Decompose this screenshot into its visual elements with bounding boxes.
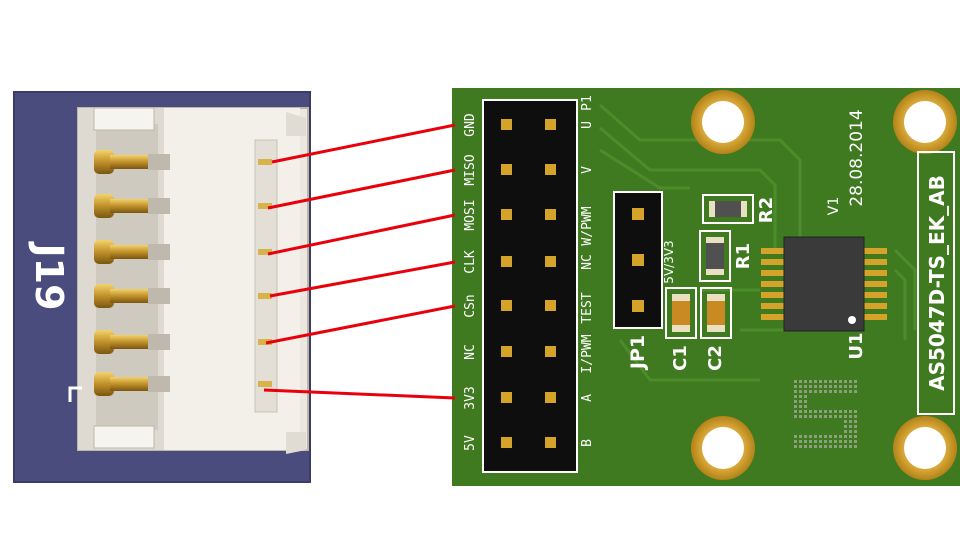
capacitor-c2: C2 (700, 287, 732, 371)
mounting-hole-top-right (893, 90, 957, 154)
header-pad (545, 346, 556, 357)
header-left-label: 3V3 (463, 386, 478, 409)
header-pad (545, 300, 556, 311)
mounting-hole-bottom-left (691, 416, 755, 480)
header-left-label: CLK (463, 250, 478, 274)
chip-date: 28.08.2014 (847, 109, 867, 206)
header-right-label: TEST (580, 292, 595, 323)
r1-label: R1 (733, 243, 754, 269)
header-left-label: NC (463, 344, 478, 360)
header-right-label: I/PWM (580, 334, 595, 373)
header-right-label: U (580, 121, 595, 129)
header-pad (501, 437, 512, 448)
board-name-text: AS5047D-TS_EK_AB (925, 175, 949, 391)
wire-miso (267, 168, 456, 210)
connector-pin (94, 330, 272, 354)
header-pad (545, 437, 556, 448)
header-left-label: 5V (463, 435, 478, 451)
capacitor-c1: C1 (665, 287, 697, 371)
header-right-label: A (580, 394, 595, 402)
header-right-labels: P1U V W/PWM NC TEST I/PWM A B (580, 95, 595, 447)
header-pad (545, 164, 556, 175)
header-pads (501, 119, 556, 448)
chip-name: V1 (826, 197, 842, 215)
wire-mosi (267, 213, 456, 256)
header-left-label: CSn (463, 294, 478, 317)
header-right-label: V (580, 166, 595, 174)
header-left-label: MOSI (463, 199, 478, 230)
chip-body (783, 236, 865, 332)
mounting-hole-bottom-right (893, 416, 957, 480)
header-right-label: NC (580, 254, 595, 270)
pin-header (482, 99, 578, 473)
wire-3v3 (263, 388, 456, 400)
c1-label: C1 (670, 345, 691, 371)
header-pad (501, 392, 512, 403)
jumper-label: 5V/3V3 (662, 240, 676, 283)
manufacturer-logo (794, 380, 857, 448)
jumper-designator: JP1 (627, 335, 649, 371)
header-left-label: MISO (463, 154, 478, 185)
resistor-r1: R1 (699, 230, 754, 282)
jumper-jp1: 5V/3V3 JP1 (613, 191, 676, 371)
j19-designator: J19 (27, 240, 71, 310)
connection-wires (263, 123, 456, 400)
header-pad (545, 256, 556, 267)
header-right-label: B (580, 439, 595, 447)
header-pad (501, 164, 512, 175)
connector-pin (94, 240, 272, 264)
header-pad (501, 256, 512, 267)
connector-pin (94, 372, 272, 396)
connector-pin (94, 150, 272, 174)
wire-clk (269, 260, 456, 298)
header-pad (501, 300, 512, 311)
ic-u1: U1 (761, 236, 887, 360)
mounting-hole-top-left (691, 90, 755, 154)
r2-label: R2 (756, 197, 777, 223)
connector-pins (94, 150, 272, 396)
header-pad (501, 119, 512, 130)
header-left-label: GND (463, 113, 478, 137)
connector-pin (94, 284, 272, 308)
header-pad (545, 209, 556, 220)
u1-label: U1 (846, 332, 867, 359)
left-board: J19 (13, 91, 311, 483)
header-pad (545, 119, 556, 130)
header-pad (501, 346, 512, 357)
header-pad (501, 209, 512, 220)
resistor-r2: R2 (702, 194, 777, 224)
header-right-label: P1 (580, 95, 595, 111)
wire-gnd (271, 123, 456, 164)
connector-pin (94, 194, 272, 218)
header-pad (545, 392, 556, 403)
wire-csn (265, 304, 456, 345)
board-name: AS5047D-TS_EK_AB (917, 151, 955, 415)
pin1-dot (848, 316, 856, 324)
c2-label: C2 (705, 345, 726, 371)
header-right-label: W/PWM (580, 206, 595, 245)
